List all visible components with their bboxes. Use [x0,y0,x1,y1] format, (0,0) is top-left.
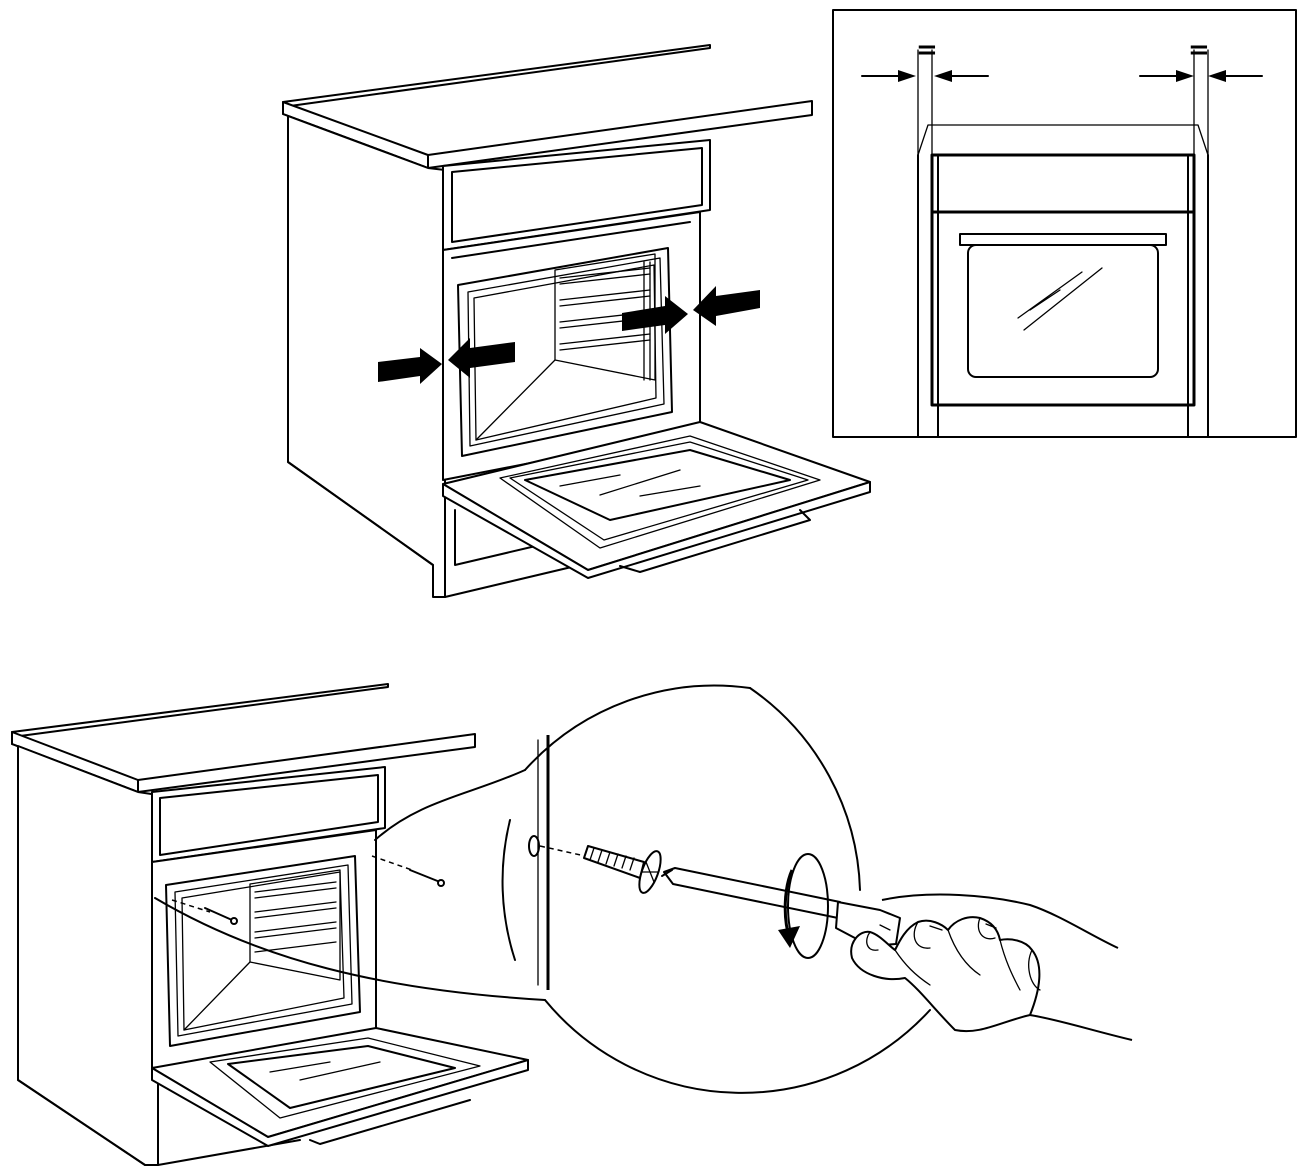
arrow-pair-icon [622,286,760,334]
detail-magnifier [154,684,931,1094]
front-view-inset: = = [832,9,1297,438]
oven-cabinet-bottom [11,683,529,1166]
rotate-arrow-icon [778,853,829,959]
control-panel-top [442,139,711,251]
gap-equal-label-right: = [1188,35,1210,65]
screw-icon [371,855,445,887]
worktop-top [282,44,813,169]
centering-arrows-top [378,286,760,384]
arrow-pair-icon [378,338,515,384]
gap-equal-label-left: = [916,35,938,65]
oven-door-top [442,421,871,579]
gap-indicator-right: = [1139,35,1263,82]
oven-door-bottom [151,1027,529,1147]
screw-icon [171,899,238,925]
oven-cabinet-top [282,44,871,598]
gap-indicator-left: = [861,35,989,82]
screw-icon [583,845,662,894]
hand-icon [850,893,1133,1041]
screwdriver-icon [661,867,901,947]
